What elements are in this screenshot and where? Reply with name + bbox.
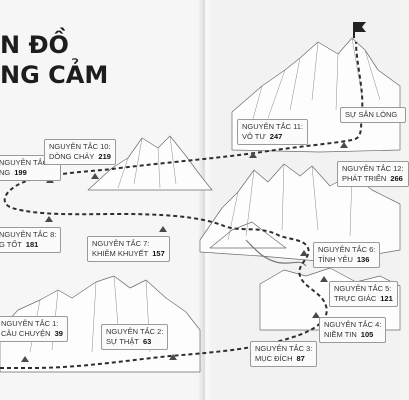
principle-7-page: 157 [152, 249, 165, 258]
marker-5 [320, 276, 328, 282]
principle-5-name: TRỰC GIÁC [334, 294, 377, 303]
principle-8-page: 181 [25, 240, 39, 249]
principle-10-page: 219 [98, 152, 111, 161]
principle-3-name: MỤC ĐÍCH [255, 354, 293, 363]
marker-4 [312, 312, 320, 318]
marker-2 [169, 354, 177, 360]
readiness-name: SỰ SẴN LÒNG [345, 110, 398, 119]
principle-6-page: 136 [356, 255, 370, 264]
principle-11-page: 247 [269, 132, 283, 141]
principle-12-heading: NGUYÊN TẮC 12: [342, 164, 404, 173]
principle-11-heading: NGUYÊN TẮC 11: [242, 122, 303, 131]
principle-2-name: SỰ THẬT [106, 337, 139, 346]
principle-4-heading: NGUYÊN TẮC 4: [324, 320, 382, 329]
principle-7-heading: NGUYÊN TẮC 7: [92, 239, 150, 248]
principle-2-heading: NGUYÊN TẮC 2: [106, 327, 164, 336]
marker-12 [340, 142, 348, 148]
principle-8-heading: NGUYÊN TẮC 8: [0, 230, 57, 239]
title-line-2: NG CẢM [0, 61, 109, 89]
marker-10 [91, 173, 99, 179]
marker-1 [21, 356, 29, 362]
principle-6-name: TÌNH YÊU [318, 255, 353, 264]
principle-5-heading: NGUYÊN TẮC 5: [334, 284, 392, 293]
trail-path [0, 41, 364, 369]
summit-flag-icon [353, 22, 366, 38]
principle-1-heading: NGUYÊN TẮC 1: [1, 319, 59, 328]
river [245, 239, 307, 267]
principle-6-heading: NGUYÊN TẮC 6: [318, 245, 376, 254]
principle-11-name: VÔ TƯ [242, 132, 266, 141]
principle-10-heading: NGUYÊN TẮC 10: [49, 142, 111, 151]
summit-hatching [249, 37, 381, 131]
principle-1-page: 39 [54, 329, 63, 338]
principle-12-name: PHÁT TRIỂN [342, 174, 387, 183]
book-gutter [198, 0, 212, 400]
range-hatching [227, 163, 353, 241]
center-hatching [117, 135, 177, 189]
principle-5-page: 121 [380, 294, 393, 303]
principle-1-name: CÂU CHUYỆN [1, 329, 51, 338]
principle-9-name: NG [0, 168, 11, 177]
principle-8-name: G TỐT [0, 240, 22, 249]
marker-8 [45, 216, 53, 222]
principle-3-page: 87 [296, 354, 305, 363]
principle-9-page: 199 [14, 168, 27, 177]
marker-6 [300, 250, 308, 256]
principle-12-page: 266 [390, 174, 403, 183]
principle-2-page: 63 [142, 337, 152, 346]
readiness-label[interactable]: SỰ SẴN LÒNG [340, 107, 407, 123]
title-line-1: N ĐỒ [0, 31, 69, 59]
principle-7-name: KHIÊM KHUYẾT [92, 249, 149, 258]
mid-hill [209, 221, 287, 249]
principle-4-page: 105 [360, 330, 374, 339]
marker-11 [249, 152, 257, 158]
principle-4-name: NIỀM TIN [324, 330, 357, 339]
principle-9-heading: NGUYÊN TẮC 9: [0, 158, 57, 167]
principle-10-name: DÒNG CHẢY [49, 152, 95, 161]
principle-3-heading: NGUYÊN TẮC 3: [255, 344, 313, 353]
center-mountain [87, 135, 213, 191]
marker-7 [159, 226, 167, 232]
